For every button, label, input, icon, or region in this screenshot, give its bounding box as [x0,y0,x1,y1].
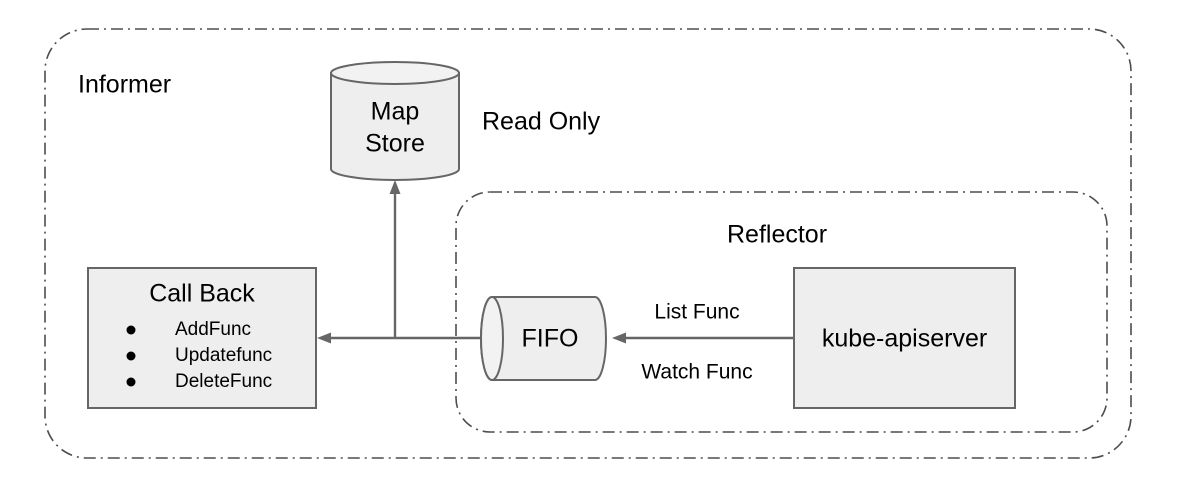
kube-apiserver-box [793,267,1016,409]
bullet-icon [126,351,136,361]
edge-callback-to-mapstore-arrowhead [389,180,401,194]
informer-boundary [44,28,1132,459]
call-back-item-label: Updatefunc [175,345,272,366]
map-store-body [330,72,460,181]
call-back-list: AddFunc Updatefunc DeleteFunc [126,319,272,392]
edge-apiserver-to-fifo-arrowhead [612,332,626,344]
bullet-icon [126,325,136,335]
call-back-box [87,267,317,409]
list-item: Updatefunc [126,345,272,366]
read-only-label: Read Only [482,108,601,136]
container-informer: Informer [44,28,1132,459]
fifo-label: FIFO [522,325,579,353]
list-item: AddFunc [126,319,251,340]
call-back-heading: Call Back [149,280,255,308]
edge-fifo-to-callback-arrowhead [317,332,331,344]
reflector-label: Reflector [727,221,827,249]
list-func-label: List Func [654,301,739,324]
map-store-label-line1: Map [371,98,420,126]
list-item: DeleteFunc [126,371,272,392]
node-call-back[interactable]: Call Back AddFunc Updatefunc DeleteFunc [87,267,317,409]
call-back-item-label: DeleteFunc [175,371,272,392]
map-store-label-line2: Store [365,130,425,158]
node-fifo[interactable]: FIFO [480,296,607,381]
node-map-store[interactable]: Map Store [330,61,460,181]
kube-apiserver-label: kube-apiserver [822,325,987,353]
call-back-item-label: AddFunc [175,319,251,340]
bullet-icon [126,377,136,387]
reflector-boundary [455,191,1108,433]
informer-label: Informer [78,71,171,99]
fifo-cap [480,296,504,381]
watch-func-label: Watch Func [641,361,752,384]
container-reflector: Reflector [455,191,1108,433]
connectors [317,180,794,344]
map-store-top [330,61,460,85]
node-kube-apiserver[interactable]: kube-apiserver [793,267,1016,409]
